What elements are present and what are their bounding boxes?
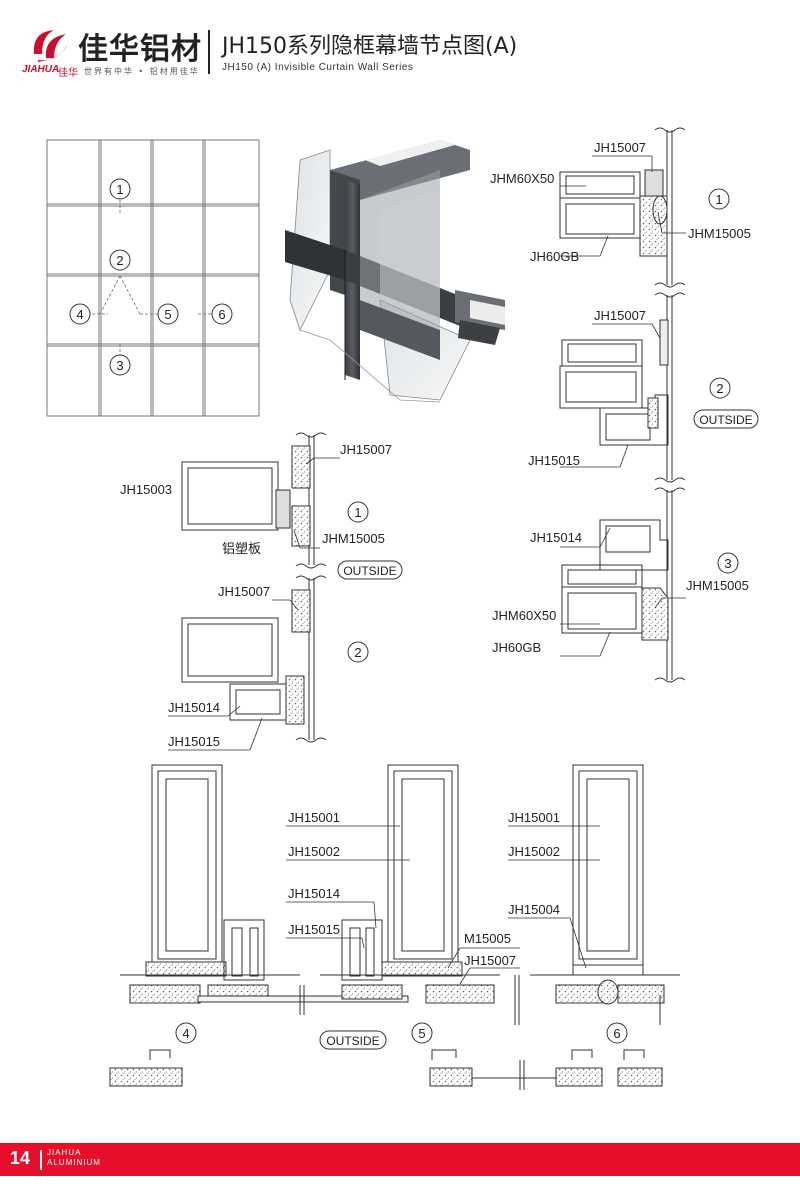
footer-brand: JIAHUA ALUMINIUM	[47, 1148, 101, 1168]
outside-tag-middle	[337, 560, 403, 580]
leader-lines-top-right	[560, 155, 686, 657]
outside-label: OUTSIDE	[343, 564, 396, 578]
outside-label: OUTSIDE	[699, 413, 752, 427]
elevation-marker-3	[109, 354, 131, 376]
part-label: JH15007	[464, 953, 516, 968]
part-label: JH15004	[508, 902, 560, 917]
section-markers	[69, 178, 739, 1044]
part-label: M15005	[464, 931, 511, 946]
part-label: JH15001	[508, 810, 560, 825]
title-divider	[208, 30, 210, 74]
brand-suffix: 佳华	[58, 68, 78, 79]
section-cut-lines	[92, 200, 212, 356]
elevation-marker-2	[109, 249, 131, 271]
detail-marker-2	[709, 377, 731, 399]
brand-name-en: JIAHUA	[22, 64, 60, 75]
part-label: JHM15005	[686, 578, 749, 593]
bottom-marker-label: 4	[182, 1026, 189, 1041]
part-label: JH15002	[508, 844, 560, 859]
part-label: JH15014	[530, 530, 582, 545]
node-detail-bottom	[109, 764, 680, 1090]
elevation-marker-1	[109, 178, 131, 200]
part-label: JH15007	[594, 308, 646, 323]
outside-tag-top	[693, 409, 759, 429]
page-title: JH150系列隐框幕墙节点图(A)	[222, 34, 518, 59]
part-label: JH15007	[594, 140, 646, 155]
footer-divider	[40, 1150, 42, 1170]
node-detail-middle	[181, 432, 327, 743]
footer-brand-line1: JIAHUA	[47, 1148, 82, 1157]
outside-tags	[319, 409, 759, 1050]
middle-marker-label: 1	[354, 505, 361, 520]
detail-marker-label: 1	[715, 192, 722, 207]
detail-marker-label: 2	[716, 381, 723, 396]
bottom-marker-label: 5	[418, 1026, 425, 1041]
elevation-grid	[46, 139, 260, 417]
part-label: JH15015	[288, 922, 340, 937]
outside-tag-bottom	[319, 1030, 387, 1050]
elevation-marker-6	[211, 303, 233, 325]
middle-marker-label: 2	[354, 645, 361, 660]
part-label: JHM60X50	[492, 608, 556, 623]
elevation-marker-label: 2	[116, 253, 123, 268]
node-detail-top-right	[559, 127, 686, 683]
part-label: JH15014	[168, 700, 220, 715]
middle-marker-1	[347, 501, 369, 523]
page-subtitle: JH150 (A) Invisible Curtain Wall Series	[222, 62, 414, 73]
bottom-marker-label: 6	[613, 1026, 620, 1041]
middle-marker-2	[347, 641, 369, 663]
part-label: JHM15005	[322, 531, 385, 546]
technical-drawing: 1 2 3 4 5 6 JH15007 JHM60X50 JH60GB JHM1…	[46, 127, 759, 1090]
jiahua-logo-icon	[33, 30, 68, 62]
elevation-marker-label: 5	[164, 307, 171, 322]
leader-lines-bottom	[286, 825, 600, 985]
leader-lines-middle	[168, 457, 340, 751]
footer-brand-line2: ALUMINIUM	[47, 1158, 101, 1167]
bottom-marker-5	[411, 1022, 433, 1044]
part-label: JH60GB	[530, 249, 579, 264]
part-label: JH15003	[120, 482, 172, 497]
elevation-marker-4	[69, 303, 91, 325]
page-header: 佳华铝材 JIAHUA 佳华 世界有中华 • 铝材用佳华 JH150系列隐框幕墙…	[0, 0, 800, 90]
part-label: JH15007	[340, 442, 392, 457]
elevation-marker-label: 6	[218, 307, 225, 322]
brand-slogan: 世界有中华 • 铝材用佳华	[84, 67, 200, 76]
isometric-corner-view	[285, 140, 505, 403]
part-label: JHM15005	[688, 226, 751, 241]
part-label: JH15014	[288, 886, 340, 901]
bottom-marker-6	[606, 1022, 628, 1044]
part-label: JHM60X50	[490, 171, 554, 186]
part-label: JH15001	[288, 810, 340, 825]
part-label: JH60GB	[492, 640, 541, 655]
part-label: JH15007	[218, 584, 270, 599]
elevation-marker-label: 3	[116, 358, 123, 373]
outside-label: OUTSIDE	[326, 1034, 379, 1048]
page-footer	[0, 1143, 800, 1176]
part-label: JH15002	[288, 844, 340, 859]
bottom-marker-4	[175, 1022, 197, 1044]
detail-marker-1	[708, 188, 730, 210]
part-label: JH15015	[528, 453, 580, 468]
page-number: 14	[10, 1148, 31, 1168]
diagram-text: 1 2 3 4 5 6 JH15007 JHM60X50 JH60GB JHM1…	[76, 140, 752, 1048]
part-label: JH15015	[168, 734, 220, 749]
elevation-marker-5	[157, 303, 179, 325]
detail-marker-label: 3	[724, 556, 731, 571]
detail-marker-3	[717, 552, 739, 574]
brand-name-cn: 佳华铝材	[78, 32, 202, 67]
part-label: 铝塑板	[222, 541, 261, 556]
elevation-marker-label: 4	[76, 307, 83, 322]
elevation-marker-label: 1	[116, 182, 123, 197]
